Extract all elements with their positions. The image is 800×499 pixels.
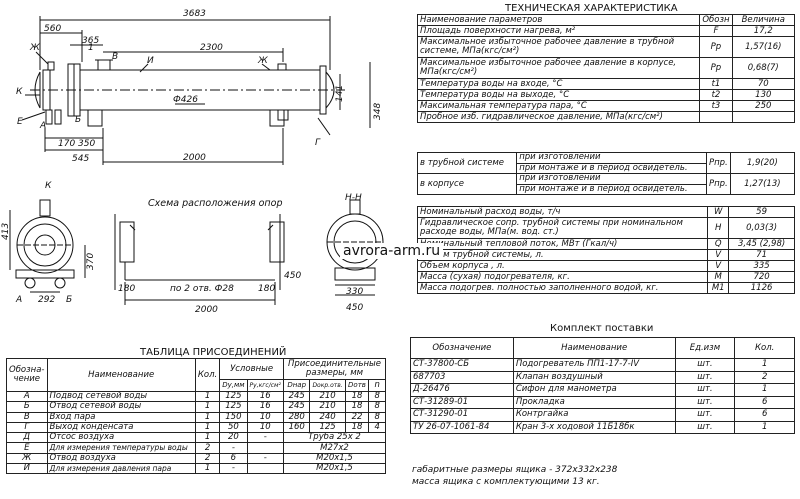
label-g-1: Г bbox=[315, 138, 321, 148]
dim-365: 365 bbox=[82, 36, 99, 46]
kit-title: Комплект поставки bbox=[550, 323, 654, 334]
specs-row: Температура воды на выходе, °С bbox=[416, 89, 701, 101]
dim-350: 350 bbox=[78, 139, 95, 149]
specs-probe-table: в трубной системе при изготовлении Pпр. … bbox=[416, 152, 796, 195]
label-zh-1: Ж bbox=[29, 43, 40, 53]
dim-1: 1 bbox=[88, 43, 94, 53]
dim-450-b: 450 bbox=[284, 271, 301, 281]
label-e: Е bbox=[17, 117, 23, 127]
specs-row: Площадь поверхности нагрева, м² bbox=[416, 25, 701, 37]
dim-330: 330 bbox=[346, 287, 363, 297]
label-b-2: Б bbox=[66, 295, 72, 305]
dim-545: 545 bbox=[72, 154, 89, 164]
specs-row: Максимальное избыточное рабочее давление… bbox=[416, 57, 701, 79]
dim-292: 292 bbox=[38, 295, 55, 305]
dim-180-a: 180 bbox=[118, 284, 135, 294]
dim-diameter-426: Ф426 bbox=[173, 95, 198, 105]
dim-560: 560 bbox=[44, 24, 61, 34]
dim-3683: 3683 bbox=[183, 9, 206, 19]
specs-title: ТЕХНИЧЕСКАЯ ХАРАКТЕРИСТИКА bbox=[505, 3, 678, 14]
specs-h-name: Наименование параметров bbox=[416, 14, 701, 26]
label-view-k: К bbox=[45, 181, 52, 191]
heater-side-view: 3683 560 365 2300 1 Ф426 141 348 170 350… bbox=[16, 9, 383, 165]
conn-title: ТАБЛИЦА ПРИСОЕДИНЕНИЙ bbox=[140, 347, 287, 358]
specs-row: Объем корпуса , л. bbox=[416, 260, 709, 272]
dim-2000-a: 2000 bbox=[183, 153, 206, 163]
specs-row: Пробное изб. гидравлическое давление, МП… bbox=[416, 111, 701, 123]
specs-row: Номинальный расход воды, т/ч bbox=[416, 206, 709, 218]
dim-370: 370 bbox=[86, 253, 96, 270]
watermark: avrora-arm.ru bbox=[340, 243, 444, 259]
kit-note-mass: масса ящика с комплектующими 13 кг. bbox=[412, 477, 600, 487]
label-hh: Н-Н bbox=[345, 193, 362, 203]
specs-row: Номинальный тепловой поток, МВт (Гкал/ч) bbox=[416, 238, 709, 250]
specs-h-sym: Обозн bbox=[699, 14, 733, 26]
specs-row: Гидравлическое сопр. трубной системы при… bbox=[416, 217, 709, 239]
label-v-1: В bbox=[112, 52, 118, 62]
specs-h-val: Величина bbox=[731, 14, 796, 26]
dim-170: 170 bbox=[58, 139, 75, 149]
probe-shell: в корпусе bbox=[416, 173, 518, 195]
dim-2000-b: 2000 bbox=[195, 305, 218, 315]
dim-141: 141 bbox=[335, 85, 345, 102]
connections-table: Обозна-чение Наименование Кол. Условные … bbox=[6, 357, 387, 475]
dim-413: 413 bbox=[1, 223, 11, 240]
dim-180-b: 180 bbox=[258, 284, 275, 294]
specs-row: Масса подогрев. полностью заполненного в… bbox=[416, 282, 709, 294]
dim-450-a: 450 bbox=[346, 303, 363, 313]
label-a-2: А bbox=[15, 295, 22, 305]
kit-note-size: габаритные размеры ящика - 372х332х238 bbox=[412, 465, 618, 475]
supports-views: К 413 370 292 А Б Схема расположения опо… bbox=[1, 181, 384, 315]
specs-row: Максимальное избыточное рабочее давление… bbox=[416, 36, 701, 58]
label-k: К bbox=[16, 87, 23, 97]
label-a-1: А bbox=[39, 121, 46, 131]
label-zh-2: Ж bbox=[257, 56, 268, 66]
label-i: И bbox=[147, 56, 154, 66]
specs-row: Температура воды на входе, °С bbox=[416, 78, 701, 90]
note-holes: по 2 отв. Ф28 bbox=[170, 284, 234, 294]
label-b-1: Б bbox=[75, 115, 81, 125]
specs-table: Наименование параметров Обозн Величина П… bbox=[416, 14, 796, 123]
specs-row: Объем трубной системы, л. bbox=[416, 249, 709, 261]
specs-row: Масса (сухая) подогревателя, кг. bbox=[416, 271, 709, 283]
specs-row: Максимальная температура пара, °С bbox=[416, 100, 701, 112]
probe-tube: в трубной системе bbox=[416, 152, 518, 174]
dim-348: 348 bbox=[373, 103, 383, 120]
dim-2300: 2300 bbox=[200, 43, 223, 53]
supports-title: Схема расположения опор bbox=[148, 198, 282, 209]
